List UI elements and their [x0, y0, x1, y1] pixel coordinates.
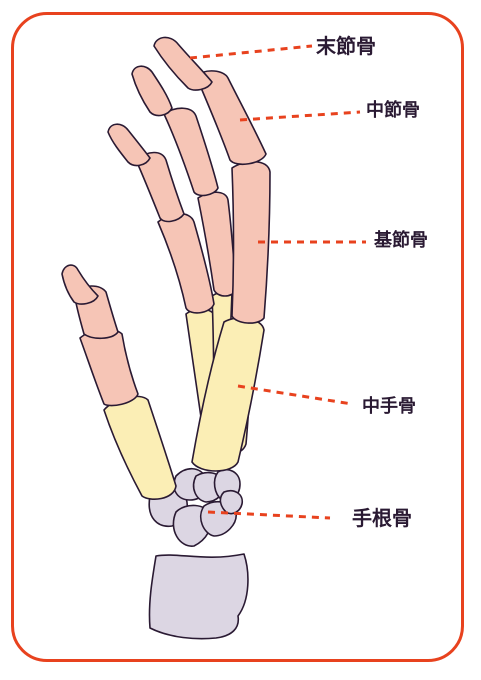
distal-phalanx-bones — [61, 36, 213, 305]
diagram-frame — [11, 12, 464, 662]
middle-phalanx-bones — [73, 70, 267, 340]
metacarpal-bones — [103, 289, 265, 500]
forearm-bone — [148, 553, 249, 640]
label-metacarpal: 中手骨 — [362, 396, 416, 417]
leader-line-middle — [239, 110, 361, 122]
proximal-phalanx-bones — [79, 160, 271, 407]
leader-line-distal — [189, 44, 313, 60]
leader-lines — [189, 44, 366, 520]
label-middle-phalanx: 中節骨 — [366, 100, 420, 121]
label-carpal: 手根骨 — [352, 506, 412, 530]
label-distal-phalanx: 末節骨 — [316, 34, 376, 58]
leader-line-metacarpal — [237, 384, 353, 406]
label-proximal-phalanx: 基節骨 — [374, 230, 428, 251]
